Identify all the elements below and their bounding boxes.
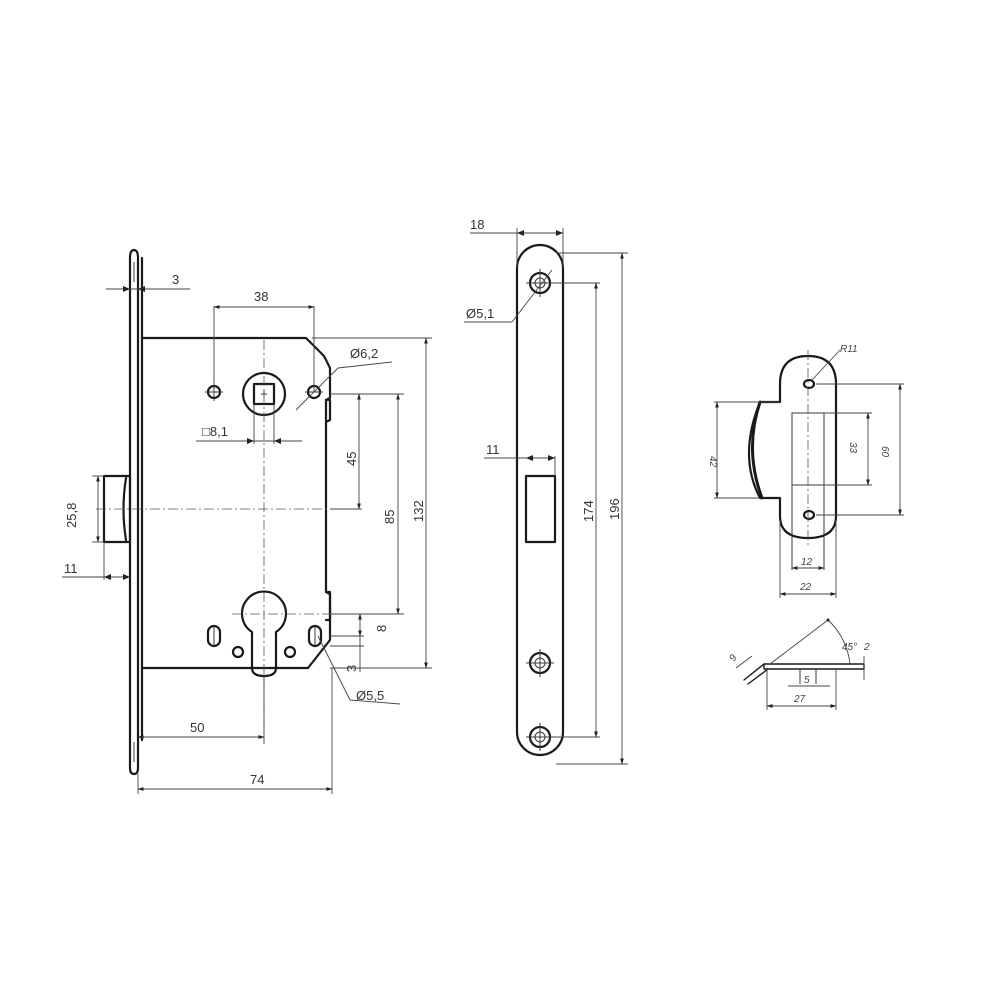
dim-spindle-square: □8,1 bbox=[202, 424, 228, 439]
faceplate-outline bbox=[515, 243, 565, 757]
faceplate-top-screw-hole bbox=[526, 269, 554, 297]
faceplate-view: 18 Ø5,1 11 174 196 bbox=[464, 217, 628, 765]
dim-lower-hole-diameter: Ø5,5 bbox=[356, 688, 384, 703]
dim-strike-lip-offset: 9 bbox=[727, 652, 739, 663]
dim-strike-plate-width: 22 bbox=[799, 582, 812, 593]
lock-case-outline bbox=[140, 336, 332, 670]
dim-lower-offset: 3 bbox=[344, 665, 359, 672]
dim-strike-hole-spacing: 60 bbox=[879, 446, 890, 458]
dim-body-height: 132 bbox=[411, 500, 426, 522]
dim-strike-tab-width: 5 bbox=[804, 675, 810, 686]
dim-handle-to-cylinder: 85 bbox=[382, 510, 397, 524]
dim-strike-radius: R11 bbox=[840, 344, 858, 355]
lock-faceplate-outline bbox=[128, 248, 140, 776]
dim-faceplate-width: 18 bbox=[470, 217, 484, 232]
strike-plate-view: R11 42 33 60 12 22 bbox=[707, 344, 904, 598]
dim-backset: 50 bbox=[190, 720, 204, 735]
strike-side-view: 9 45° 2 5 27 bbox=[727, 618, 870, 710]
faceplate-bottom-screw-hole bbox=[526, 723, 554, 751]
dim-latch-height: 25,8 bbox=[64, 503, 79, 528]
dim-fixing-hole-diameter: Ø6,2 bbox=[350, 346, 378, 361]
dim-faceplate-thickness: 3 bbox=[172, 272, 179, 287]
faceplate-middle-screw-hole bbox=[526, 649, 554, 677]
dim-strike-thickness: 2 bbox=[863, 642, 870, 653]
dim-screw-spacing: 174 bbox=[581, 500, 596, 522]
dim-spindle-spacing: 38 bbox=[254, 289, 268, 304]
lock-body-view: 3 38 Ø6,2 □8,1 25,8 11 45 bbox=[62, 248, 432, 794]
strike-top-hole bbox=[802, 378, 816, 390]
dim-latch-opening-width: 11 bbox=[486, 442, 500, 457]
dim-strike-opening-height: 33 bbox=[847, 442, 858, 454]
latch-opening bbox=[524, 474, 557, 544]
dim-strike-angle: 45° bbox=[842, 642, 857, 653]
dim-strike-base-length: 27 bbox=[793, 694, 806, 705]
dim-faceplate-length: 196 bbox=[607, 498, 622, 520]
dim-body-depth: 74 bbox=[250, 772, 264, 787]
strike-bottom-hole bbox=[802, 509, 816, 521]
dim-screw-hole-diameter: Ø5,1 bbox=[466, 306, 494, 321]
dim-cylinder-offset: 8 bbox=[374, 625, 389, 632]
dim-strike-opening-width: 12 bbox=[801, 557, 813, 568]
strike-side-base bbox=[763, 663, 865, 670]
dim-latch-projection: 11 bbox=[64, 561, 78, 576]
euro-cylinder-cutout bbox=[240, 590, 288, 678]
dim-handle-to-latch: 45 bbox=[344, 452, 359, 466]
dim-strike-lip-height: 42 bbox=[707, 456, 718, 468]
